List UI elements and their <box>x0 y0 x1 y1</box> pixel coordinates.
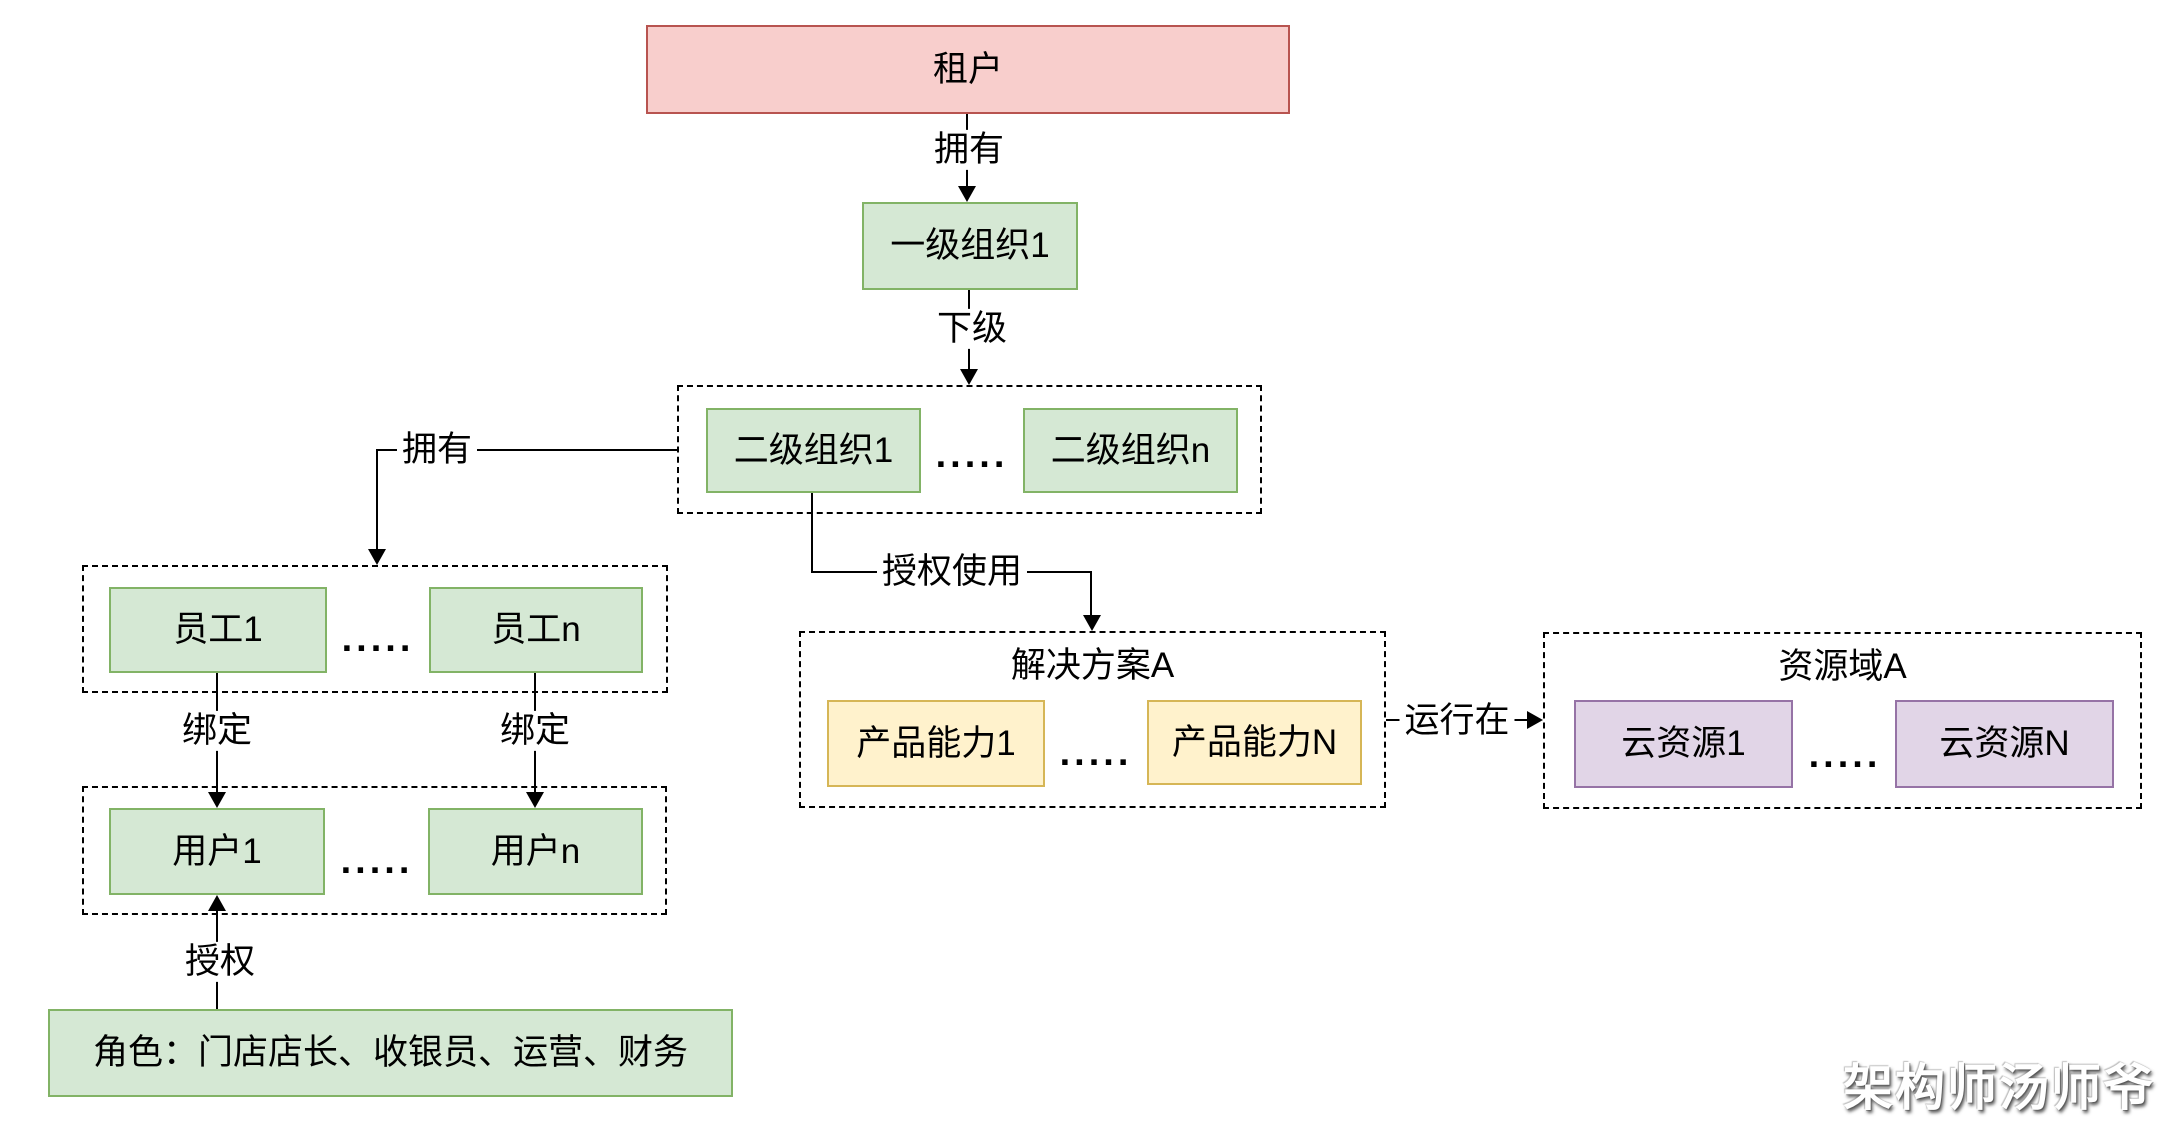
arrow-down-icon <box>368 549 386 565</box>
node-org-l1-label: 一级组织1 <box>890 226 1050 265</box>
group-solution-a: 解决方案A <box>799 631 1386 808</box>
edge-label-bind-n: 绑定 <box>494 710 576 752</box>
node-user-1: 用户1 <box>109 808 325 895</box>
node-tenant: 租户 <box>646 25 1290 114</box>
arrow-right-icon <box>1527 711 1543 729</box>
arrow-down-icon <box>526 792 544 808</box>
node-user-1-label: 用户1 <box>172 831 262 871</box>
arrow-down-icon <box>960 369 978 385</box>
edge-label-authorize-use: 授权使用 <box>876 551 1028 593</box>
watermark: 架构师汤师爷 <box>1843 1060 2155 1116</box>
ellipsis-org-l2: ..... <box>935 434 1009 476</box>
node-employee-1-label: 员工1 <box>173 610 263 649</box>
node-cloud-1-label: 云资源1 <box>1621 724 1746 763</box>
node-user-n: 用户n <box>428 808 643 895</box>
edge-label-subordinate: 下级 <box>931 308 1013 350</box>
edge-label-owns-left: 拥有 <box>396 429 478 471</box>
node-cloud-1: 云资源1 <box>1574 700 1793 788</box>
ellipsis-users: ..... <box>340 840 414 882</box>
group-org-l2 <box>677 385 1262 514</box>
node-employee-1: 员工1 <box>109 587 327 673</box>
ellipsis-products: ..... <box>1059 732 1133 774</box>
ellipsis-employees: ..... <box>341 618 415 660</box>
node-org-l2-1-label: 二级组织1 <box>733 430 894 470</box>
group-solution-a-title: 解决方案A <box>1010 646 1175 685</box>
node-roles: 角色：门店店长、收银员、运营、财务 <box>48 1009 733 1097</box>
node-org-l2-1: 二级组织1 <box>706 408 921 493</box>
node-employee-n-label: 员工n <box>491 610 581 649</box>
connector-authorize-use-v2 <box>1090 571 1092 616</box>
group-resource-a: 资源域A <box>1543 632 2142 809</box>
edge-label-authorize: 授权 <box>179 941 261 983</box>
edge-label-runs-on: 运行在 <box>1399 700 1515 742</box>
node-cloud-n-label: 云资源N <box>1939 724 2070 763</box>
node-employee-n: 员工n <box>429 587 643 673</box>
node-cloud-n: 云资源N <box>1895 700 2114 788</box>
connector-authorize-use-v1 <box>811 493 813 573</box>
arrow-up-icon <box>208 895 226 911</box>
node-product-1: 产品能力1 <box>827 700 1045 787</box>
node-product-n-label: 产品能力N <box>1171 722 1338 762</box>
ellipsis-cloud: ..... <box>1808 734 1882 776</box>
arrow-down-icon <box>208 792 226 808</box>
node-org-l2-n-label: 二级组织n <box>1050 430 1211 470</box>
connector-l2-employees-hline <box>377 449 677 451</box>
connector-l2-employees-vline <box>376 449 378 550</box>
edge-label-bind-1: 绑定 <box>176 710 258 752</box>
node-org-l1: 一级组织1 <box>862 202 1078 290</box>
node-product-n: 产品能力N <box>1147 700 1362 785</box>
arrow-down-icon <box>1083 615 1101 631</box>
group-users <box>82 786 667 915</box>
node-org-l2-n: 二级组织n <box>1023 408 1238 493</box>
node-product-1-label: 产品能力1 <box>856 723 1016 763</box>
node-user-n-label: 用户n <box>490 831 581 871</box>
group-employees <box>82 565 668 693</box>
edge-label-owns-top: 拥有 <box>928 129 1010 171</box>
arrow-down-icon <box>958 186 976 202</box>
group-resource-a-title: 资源域A <box>1778 647 1907 686</box>
node-roles-label: 角色：门店店长、收银员、运营、财务 <box>92 1033 688 1072</box>
node-tenant-label: 租户 <box>932 49 1003 89</box>
